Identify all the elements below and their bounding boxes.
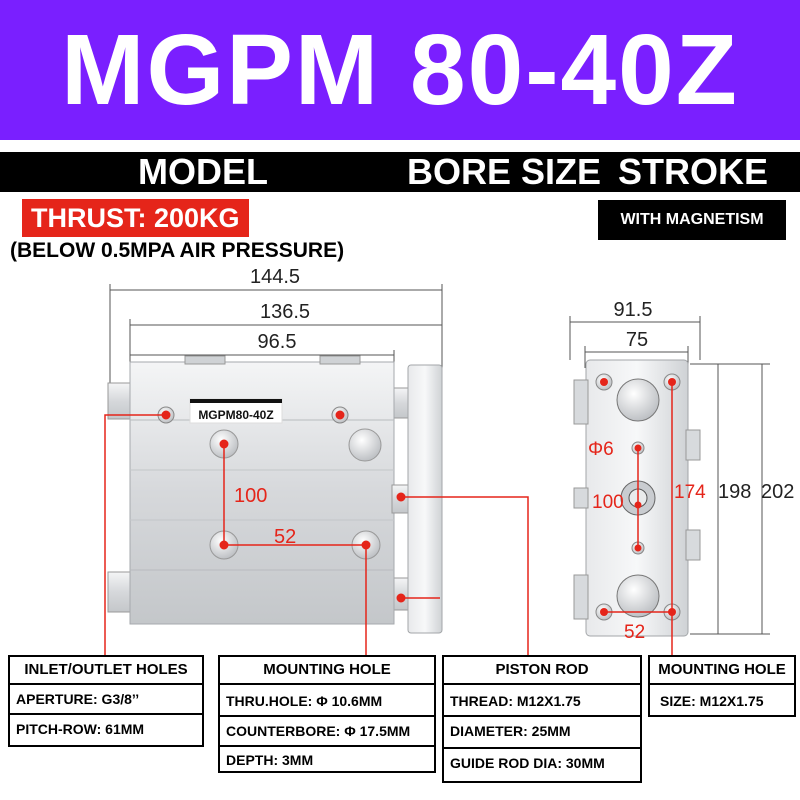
- dim-body-plate-length: 136.5: [260, 301, 310, 323]
- spec-line: APERTURE: G3/8’’: [16, 691, 140, 707]
- model-label: MODEL: [138, 151, 268, 192]
- dim-overall-length: 144.5: [250, 266, 300, 288]
- spec-line: COUNTERBORE: Φ 17.5MM: [226, 723, 411, 739]
- bore-size-label: BORE SIZE: [407, 151, 602, 192]
- spec-box-inlet-outlet: INLET/OUTLET HOLES APERTURE: G3/8’’ PITC…: [8, 655, 204, 747]
- spec-box-title: INLET/OUTLET HOLES: [10, 657, 202, 685]
- spec-box-piston-rod: PISTON ROD THREAD: M12X1.75 DIAMETER: 25…: [442, 655, 642, 783]
- spec-box-title: PISTON ROD: [444, 657, 640, 685]
- spec-box-title: MOUNTING HOLE: [650, 657, 794, 685]
- spec-line: PITCH-ROW: 61MM: [16, 721, 145, 737]
- cylinder-body: [129, 355, 395, 625]
- dim-body-length: 96.5: [258, 331, 297, 353]
- side-view-body: [573, 359, 701, 637]
- magnetism-badge: WITH MAGNETISM: [598, 200, 786, 240]
- spec-line: THRU.HOLE: Φ 10.6MM: [226, 693, 383, 709]
- body-model-label: MGPM80-40Z: [198, 408, 273, 422]
- spec-box-title: MOUNTING HOLE: [220, 657, 434, 685]
- title-banner: [0, 0, 800, 140]
- dimension-lines-front: [109, 284, 443, 392]
- dim-hole-spacing: 52: [274, 526, 296, 548]
- dim-side-vertical: 100: [592, 492, 624, 513]
- dim-side-width: 91.5: [614, 299, 653, 321]
- spec-line: DIAMETER: 25MM: [450, 723, 571, 739]
- spec-line: SIZE: M12X1.75: [660, 693, 764, 709]
- front-leader-lines: [104, 414, 529, 655]
- product-title: MGPM 80-40Z: [61, 14, 739, 126]
- spec-line: THREAD: M12X1.75: [450, 693, 581, 709]
- spec-line: GUIDE ROD DIA: 30MM: [450, 755, 605, 771]
- spec-line: DEPTH: 3MM: [226, 752, 314, 768]
- dim-port-spacing: 100: [234, 485, 267, 507]
- dim-side-hole-pitch: 174: [674, 482, 706, 503]
- side-leader-lines: [604, 382, 673, 655]
- stroke-label: STROKE: [618, 151, 769, 192]
- dim-side-bottom: 52: [624, 622, 645, 643]
- dim-side-hole-dia: Φ6: [588, 439, 614, 460]
- model-row: MODEL BORE SIZE STROKE: [0, 152, 800, 192]
- dim-side-inner-width: 75: [626, 329, 648, 351]
- dim-side-total-height: 202: [761, 481, 794, 503]
- pressure-note: (BELOW 0.5MPA AIR PRESSURE): [10, 239, 345, 262]
- thrust-badge: THRUST: 200KG: [22, 199, 249, 237]
- spec-box-mounting-hole-side: MOUNTING HOLE SIZE: M12X1.75: [648, 655, 796, 717]
- dim-side-height: 198: [718, 481, 751, 503]
- spec-box-mounting-hole: MOUNTING HOLE THRU.HOLE: Φ 10.6MM COUNTE…: [218, 655, 436, 773]
